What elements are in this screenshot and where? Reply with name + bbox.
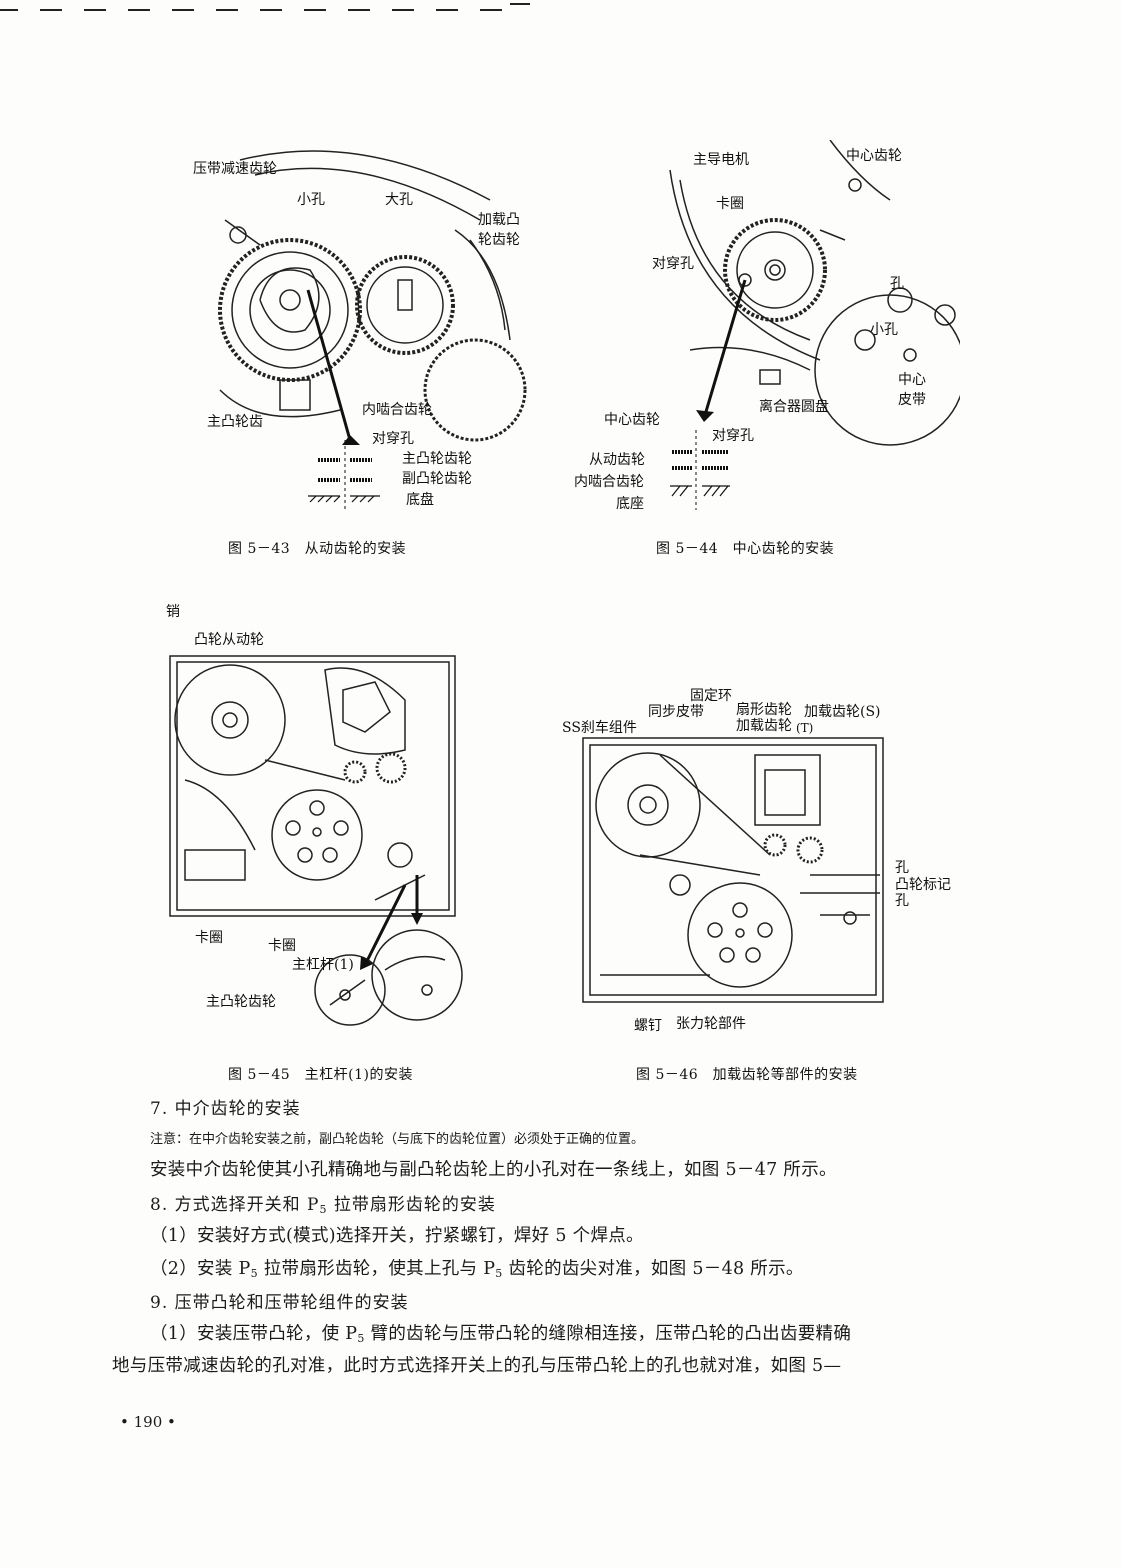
label-small-hole-44: 小孔 xyxy=(870,322,898,338)
label-pin: 销 xyxy=(166,604,180,620)
section-heading-9: 9. 压带凸轮和压带轮组件的安装 xyxy=(150,1293,409,1313)
label-inner-mesh-gear: 内啮合齿轮 xyxy=(362,402,432,418)
page-number: • 190 • xyxy=(120,1413,176,1431)
note-7: 注意：在中介齿轮安装之前，副凸轮齿轮（与底下的齿轮位置）必须处于正确的位置。 xyxy=(150,1132,645,1147)
label-main-lever: 主杠杆(1) xyxy=(292,957,354,973)
label-hole: 孔 xyxy=(890,276,904,292)
label-clip-left: 卡圈 xyxy=(195,930,223,946)
label-through-hole-left: 对穿孔 xyxy=(652,256,694,272)
label-loading-gear-t-2: (T) xyxy=(796,721,814,735)
paragraph-7: 安装中介齿轮使其小孔精确地与副凸轮齿轮上的小孔对在一条线上，如图 5－47 所示… xyxy=(150,1160,837,1180)
caption-figure-5-44: 图 5－44 中心齿轮的安装 xyxy=(656,541,835,557)
para-8-2-subscript-1: 5 xyxy=(250,1267,258,1280)
label-inner-mesh-gear-44: 内啮合齿轮 xyxy=(574,474,644,490)
section-heading-8: 8. 方式选择开关和 P5 拉带扇形齿轮的安装 xyxy=(150,1190,496,1216)
paragraph-8-2: （2）安装 P5 拉带扇形齿轮，使其上孔与 P5 齿轮的齿尖对准，如图 5－48… xyxy=(150,1255,804,1280)
label-clutch-disc: 离合器圆盘 xyxy=(759,399,829,415)
figure-5-46-drawing xyxy=(582,737,884,1003)
label-hole-2: 孔 xyxy=(895,893,909,909)
label-sync-belt: 同步皮带 xyxy=(648,704,704,720)
caption-figure-5-46: 图 5－46 加载齿轮等部件的安装 xyxy=(636,1067,858,1083)
label-clip: 卡圈 xyxy=(716,196,744,212)
section-heading-7: 7. 中介齿轮的安装 xyxy=(150,1099,301,1119)
para-9-1-part-a: （1）安装压带凸轮，使 P xyxy=(150,1324,358,1344)
label-loading-gear-s: 加载齿轮(S) xyxy=(804,704,881,720)
label-loading-gear-t-1: 加载齿轮 xyxy=(736,718,792,734)
label-main-cam-gear-45: 主凸轮齿轮 xyxy=(206,994,276,1010)
label-main-cam-gear: 主凸轮齿 xyxy=(207,414,263,430)
label-base: 底座 xyxy=(616,496,644,512)
label-capstan-motor: 主导电机 xyxy=(693,152,749,168)
label-center-belt-2: 皮带 xyxy=(898,392,926,408)
label-driven-gear: 从动齿轮 xyxy=(589,452,645,468)
label-cam-driven-gear: 凸轮从动轮 xyxy=(194,632,264,648)
label-loading-cam-gear-1: 加载凸 xyxy=(478,212,520,228)
paragraph-8-1: （1）安装好方式(模式)选择开关，拧紧螺钉，焊好 5 个焊点。 xyxy=(150,1226,644,1246)
label-small-hole: 小孔 xyxy=(297,192,325,208)
label-ss-brake: SS刹车组件 xyxy=(562,720,637,736)
label-hole-1: 孔 xyxy=(895,860,909,876)
label-big-hole: 大孔 xyxy=(385,192,413,208)
heading-8-part-a: 8. 方式选择开关和 P xyxy=(150,1195,320,1215)
label-chassis: 底盘 xyxy=(406,492,434,508)
label-center-belt-1: 中心 xyxy=(898,372,926,388)
label-through-hole-right: 对穿孔 xyxy=(712,428,754,444)
caption-figure-5-45: 图 5－45 主杠杆(1)的安装 xyxy=(228,1067,414,1083)
label-tension-roller: 张力轮部件 xyxy=(676,1016,746,1032)
figure-5-44-drawing xyxy=(669,140,960,510)
para-9-1-part-b: 臂的齿轮与压带凸轮的缝隙相连接，压带凸轮的凸出齿要精确 xyxy=(364,1324,852,1344)
para-8-2-part-c: 齿轮的齿尖对准，如图 5－48 所示。 xyxy=(502,1259,804,1279)
label-center-gear-top: 中心齿轮 xyxy=(846,148,902,164)
caption-figure-5-43: 图 5－43 从动齿轮的安装 xyxy=(228,541,407,557)
para-8-2-subscript-2: 5 xyxy=(495,1267,503,1280)
label-cam-mark: 凸轮标记 xyxy=(895,877,951,893)
paragraph-9-2: 地与压带减速齿轮的孔对准，此时方式选择开关上的孔与压带凸轮上的孔也就对准，如图 … xyxy=(112,1356,842,1376)
label-through-hole: 对穿孔 xyxy=(372,431,414,447)
label-center-gear-mid: 中心齿轮 xyxy=(604,412,660,428)
label-clip-mid: 卡圈 xyxy=(268,938,296,954)
label-sector-gear: 扇形齿轮 xyxy=(736,702,792,718)
paragraph-9-1: （1）安装压带凸轮，使 P5 臂的齿轮与压带凸轮的缝隙相连接，压带凸轮的凸出齿要… xyxy=(150,1320,851,1345)
label-pressure-reduction-gear: 压带减速齿轮 xyxy=(193,161,277,177)
figure-5-45-drawing xyxy=(169,655,463,1026)
heading-8-part-b: 拉带扇形齿轮的安装 xyxy=(327,1195,496,1215)
figure-5-43-drawing xyxy=(218,150,527,510)
label-screw: 螺钉 xyxy=(634,1018,662,1034)
label-fixed-ring: 固定环 xyxy=(690,688,732,704)
label-loading-cam-gear-2: 轮齿轮 xyxy=(478,232,520,248)
label-main-cam-gear-layer: 主凸轮齿轮 xyxy=(402,451,472,467)
heading-8-subscript: 5 xyxy=(319,1203,328,1216)
para-8-2-part-a: （2）安装 P xyxy=(150,1259,251,1279)
para-9-1-subscript: 5 xyxy=(357,1332,365,1345)
para-8-2-part-b: 拉带扇形齿轮，使其上孔与 P xyxy=(257,1259,496,1279)
label-sub-cam-gear-layer: 副凸轮齿轮 xyxy=(402,471,472,487)
top-dash-line xyxy=(0,3,530,11)
